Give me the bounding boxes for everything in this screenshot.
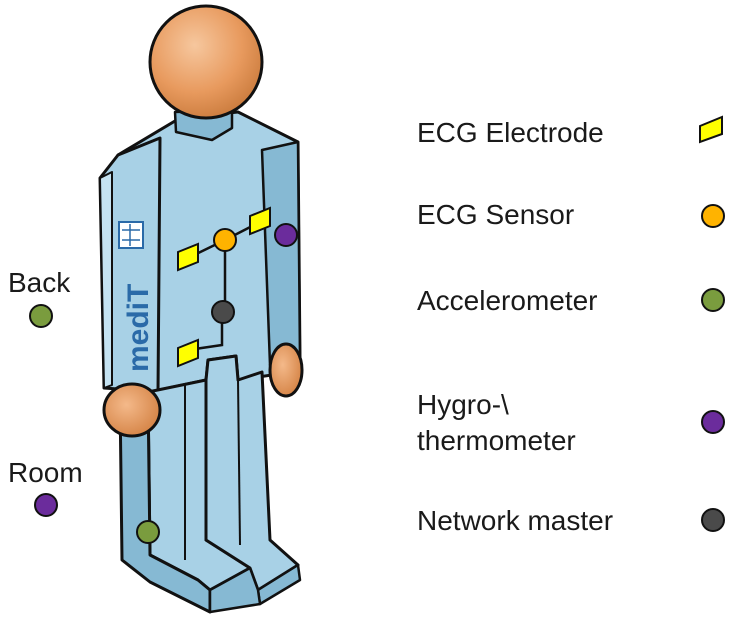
accelerometer-marker-icon bbox=[701, 288, 725, 312]
ecg-electrode-marker-icon bbox=[699, 115, 723, 144]
hygrothermometer-arm-dot bbox=[274, 223, 298, 247]
network-master-dot bbox=[211, 300, 235, 324]
ecg-electrode bbox=[177, 242, 199, 272]
legend-label: Accelerometer bbox=[417, 285, 598, 316]
left-hand bbox=[102, 382, 162, 438]
hygrothermometer-marker-icon bbox=[701, 410, 725, 434]
accelerometer-back-dot bbox=[29, 304, 53, 328]
ecg-electrode bbox=[177, 338, 199, 368]
ecg-sensor-marker-icon bbox=[701, 204, 725, 228]
back-label: Back bbox=[8, 267, 71, 298]
ecg-electrode bbox=[249, 206, 271, 236]
network-master-marker-icon bbox=[701, 508, 725, 532]
right-hand bbox=[268, 342, 304, 398]
ecg-electrodes bbox=[177, 206, 271, 368]
legend-label: ECG Sensor bbox=[417, 199, 575, 230]
room-label: Room bbox=[8, 457, 83, 488]
ecg-sensor-dot bbox=[213, 228, 237, 252]
accelerometer-leg-dot bbox=[136, 520, 160, 544]
medit-logo: mediT bbox=[118, 221, 155, 372]
legend-label: ECG Electrode bbox=[417, 117, 604, 148]
brand-text: mediT bbox=[122, 284, 155, 372]
legend-label: Network master bbox=[417, 505, 614, 536]
legend-label-line1: Hygro-\ bbox=[417, 389, 509, 420]
suit-body bbox=[98, 108, 302, 614]
hygrothermometer-room-dot bbox=[34, 493, 58, 517]
legend-label-line2: thermometer bbox=[417, 425, 576, 456]
head bbox=[148, 4, 264, 120]
